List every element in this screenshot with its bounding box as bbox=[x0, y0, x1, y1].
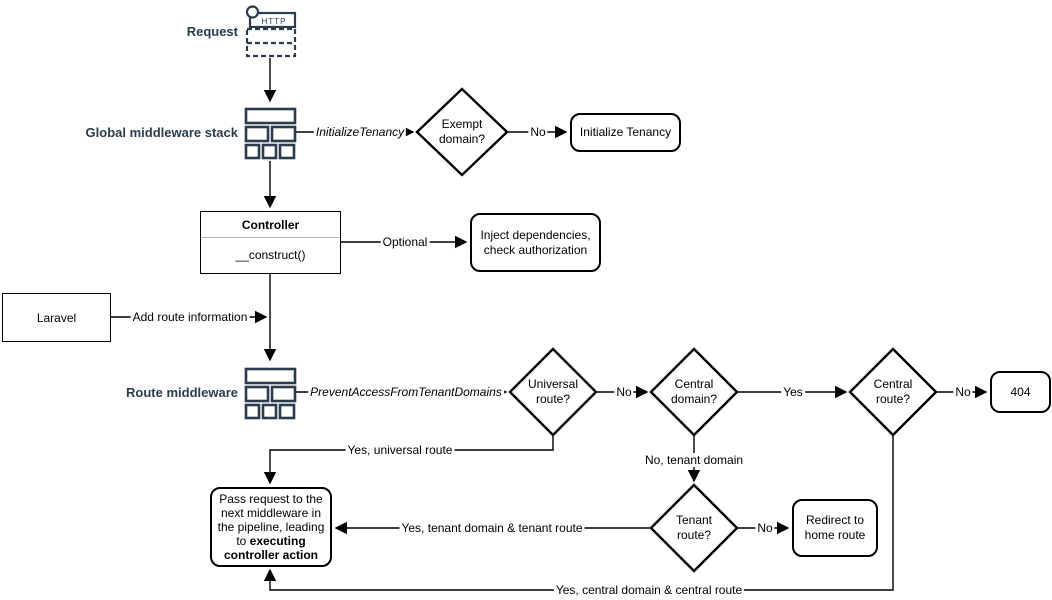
edge-label-prevent-access: PreventAccessFromTenantDomains bbox=[308, 385, 504, 399]
edge-label-central-domain-no: No, tenant domain bbox=[642, 453, 746, 467]
inject-dependencies-node: Inject dependencies, check authorization bbox=[470, 213, 601, 272]
exempt-domain-label: Exempt domain? bbox=[438, 117, 486, 146]
http-request-icon: HTTP bbox=[245, 5, 297, 58]
edge-label-tenant-route-no: No bbox=[755, 521, 775, 535]
edge-label-initialize-tenancy: InitializeTenancy bbox=[313, 125, 407, 139]
edge-label-universal-no: No bbox=[614, 385, 634, 399]
edge-label-optional: Optional bbox=[380, 235, 430, 249]
edge-label-central-route-no: No bbox=[953, 385, 973, 399]
decision-tenant-route bbox=[649, 483, 739, 573]
controller-constructor: __construct() bbox=[235, 248, 306, 262]
controller-title: Controller bbox=[201, 212, 340, 238]
edge-label-central-domain-yes: Yes bbox=[781, 385, 805, 399]
central-domain-label: Central domain? bbox=[670, 377, 718, 406]
http-label: HTTP bbox=[262, 17, 287, 26]
initialize-tenancy-node: Initialize Tenancy bbox=[570, 113, 681, 152]
edge-label-central-route-yes: Yes, central domain & central route bbox=[553, 583, 745, 597]
not-found-node: 404 bbox=[990, 371, 1051, 413]
pass-request-node: Pass request to the next middleware in t… bbox=[210, 487, 332, 567]
edge-label-add-route-information: Add route information bbox=[130, 310, 250, 324]
global-middleware-label: Global middleware stack bbox=[85, 125, 238, 140]
redirect-home-node: Redirect to home route bbox=[792, 499, 878, 557]
middleware-stack-icon bbox=[244, 107, 297, 160]
edge-label-universal-yes: Yes, universal route bbox=[345, 443, 455, 457]
middleware-stack-icon bbox=[244, 367, 297, 420]
request-label: Request bbox=[186, 24, 238, 39]
edge-label-exempt-no: No bbox=[528, 125, 548, 139]
laravel-node: Laravel bbox=[2, 293, 111, 342]
route-middleware-label: Route middleware bbox=[126, 385, 238, 400]
edge-label-tenant-route-yes: Yes, tenant domain & tenant route bbox=[399, 521, 585, 535]
pass-request-text: Pass request to the next middleware in t… bbox=[217, 492, 325, 562]
universal-route-label: Universal route? bbox=[527, 377, 578, 406]
decision-universal-route bbox=[508, 347, 598, 437]
decision-exempt-domain bbox=[415, 87, 509, 177]
central-route-label: Central route? bbox=[873, 377, 913, 406]
decision-central-domain bbox=[649, 347, 739, 437]
tenant-route-label: Tenant route? bbox=[675, 513, 713, 542]
decision-central-route bbox=[848, 347, 938, 437]
controller-node: Controller __construct() bbox=[200, 211, 341, 274]
